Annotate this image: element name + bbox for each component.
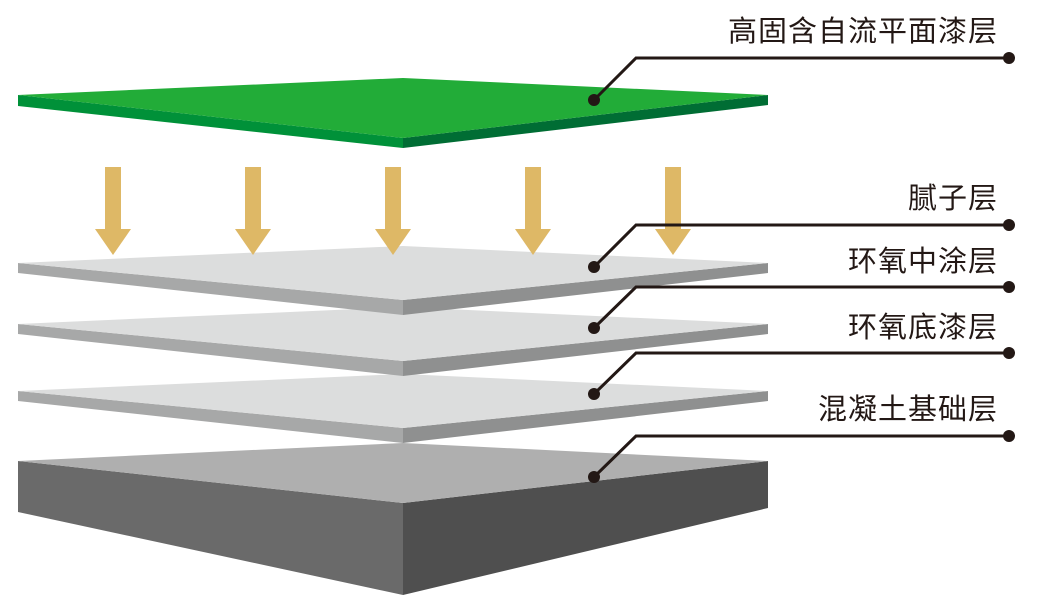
- top-coat-plate: [18, 78, 768, 148]
- top-coat-top: [18, 78, 768, 138]
- leader-epoxy-primer: [588, 347, 1015, 400]
- concrete-base-top: [18, 443, 768, 503]
- epoxy-mid-left-side: [18, 324, 403, 376]
- leader-end-dot: [1003, 219, 1015, 231]
- down-arrow-icon: [235, 167, 271, 255]
- leader-end-dot: [1003, 347, 1015, 359]
- label-putty: 腻子层: [907, 181, 998, 215]
- down-arrow-icon: [655, 167, 691, 255]
- leader-dot: [588, 322, 600, 334]
- putty-right-side: [403, 263, 768, 315]
- leader-epoxy-mid: [588, 281, 1015, 334]
- putty-plate: [18, 246, 768, 315]
- putty-top: [18, 246, 768, 300]
- leader-dot: [588, 261, 600, 273]
- epoxy-primer-left-side: [18, 391, 403, 443]
- label-epoxy-primer: 环氧底漆层: [847, 310, 998, 344]
- down-arrow-icon: [95, 167, 131, 255]
- epoxy-primer-right-side: [403, 391, 768, 443]
- leader-putty: [588, 219, 1015, 273]
- epoxy-mid-top: [18, 307, 768, 361]
- epoxy-primer-top: [18, 374, 768, 428]
- concrete-base-right-side: [403, 461, 768, 595]
- leader-dot: [588, 388, 600, 400]
- leader-end-dot: [1003, 52, 1015, 64]
- top-coat-right-side: [403, 95, 768, 148]
- down-arrow-icon: [515, 167, 551, 255]
- top-coat-left-side: [18, 95, 403, 148]
- epoxy-mid-right-side: [403, 324, 768, 376]
- concrete-base-slab: [18, 443, 768, 595]
- epoxy-mid-plate: [18, 307, 768, 376]
- leader-dot: [588, 94, 600, 106]
- label-epoxy-mid: 环氧中涂层: [847, 244, 998, 278]
- down-arrow-icon: [375, 167, 411, 255]
- label-top-coat: 高固含自流平面漆层: [727, 14, 998, 48]
- leader-dot: [588, 471, 600, 483]
- leader-end-dot: [1003, 430, 1015, 442]
- leader-top-coat: [588, 52, 1015, 106]
- epoxy-primer-plate: [18, 374, 768, 443]
- arrows: [95, 167, 691, 255]
- leader-concrete-base: [588, 430, 1015, 483]
- leader-end-dot: [1003, 281, 1015, 293]
- putty-left-side: [18, 263, 403, 315]
- label-concrete-base: 混凝土基础层: [817, 392, 998, 426]
- leader-lines: [588, 52, 1015, 483]
- concrete-base-left-side: [18, 461, 403, 595]
